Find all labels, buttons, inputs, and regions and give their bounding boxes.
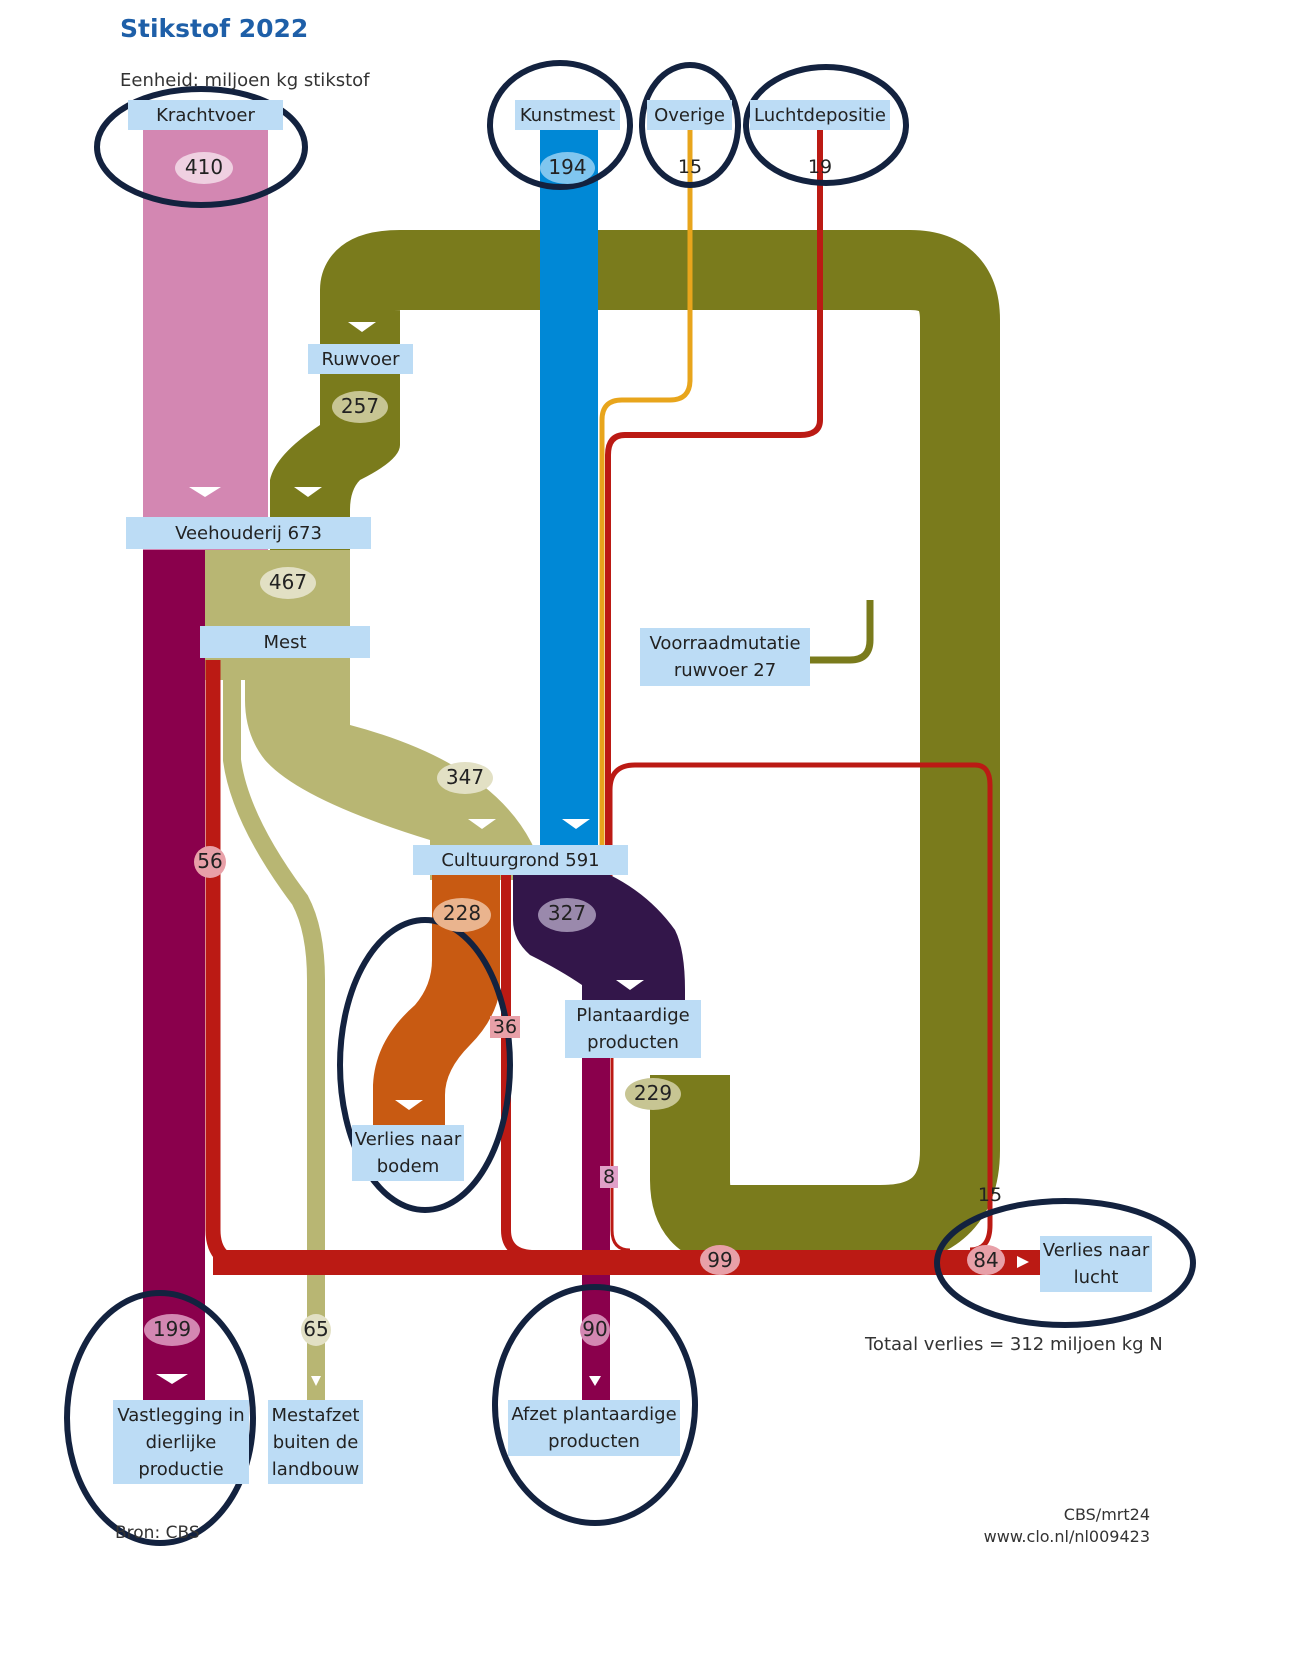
credit-block: CBS/mrt24 www.clo.nl/nl009423	[930, 1504, 1150, 1548]
annotation-verlies-bodem	[337, 917, 513, 1213]
arrow-ruwvoer-top-icon	[348, 322, 376, 332]
value-overige: 15	[677, 156, 703, 178]
value-kunstmest: 194	[540, 152, 595, 184]
value-plant-to-ruwvoer: 229	[625, 1078, 681, 1110]
flow-mestafzet	[223, 680, 325, 1405]
flow-voorraadmutatie	[810, 600, 874, 664]
value-mest-to-grond: 347	[437, 762, 493, 794]
arrow-kunstmest-icon	[562, 819, 590, 829]
annotation-circles	[64, 60, 1196, 1546]
node-verlies-bodem-line1: Verlies naar	[354, 1129, 462, 1150]
arrow-vastlegging-icon	[156, 1374, 188, 1384]
chart-title: Stikstof 2022	[120, 14, 309, 43]
value-vastlegging: 199	[144, 1314, 200, 1346]
value-mest-air-loss: 56	[194, 846, 226, 878]
value-grond-to-bodem: 228	[433, 898, 491, 932]
annotation-krachtvoer	[94, 86, 308, 208]
node-mestafzet: Mestafzet buiten de landbouw	[268, 1400, 363, 1484]
arrow-plant-icon	[616, 980, 644, 990]
node-afzet-line1: Afzet plantaardige	[511, 1404, 677, 1425]
node-krachtvoer: Krachtvoer	[128, 100, 283, 130]
value-krachtvoer: 410	[175, 152, 233, 184]
node-mestafzet-line3: landbouw	[271, 1458, 360, 1480]
node-mestafzet-line1: Mestafzet	[271, 1404, 360, 1426]
annotation-vastlegging	[64, 1290, 256, 1546]
flow-air-collector	[213, 1250, 1041, 1275]
node-verlies-lucht-line2: lucht	[1073, 1267, 1119, 1288]
node-mestafzet-line2: buiten de	[272, 1431, 359, 1453]
node-ruwvoer: Ruwvoer	[308, 344, 413, 374]
node-vastlegging-line1: Vastlegging in	[117, 1404, 245, 1426]
arrow-air-loss-icon	[1017, 1256, 1029, 1268]
flow-mest-to-cultuurgrond	[245, 680, 545, 880]
node-vastlegging-line2: dierlijke	[145, 1431, 217, 1453]
flow-direction-markers	[156, 322, 1029, 1386]
arrow-bodem-icon	[395, 1100, 423, 1110]
node-veehouderij: Veehouderij 673	[126, 517, 371, 549]
annotation-overige	[639, 62, 741, 188]
node-verlies-lucht-line1: Verlies naar	[1042, 1240, 1150, 1261]
value-deposition-return: 15	[977, 1184, 1003, 1206]
node-voorraadmutatie-line1: Voorraadmutatie	[649, 633, 801, 654]
node-mest: Mest	[200, 626, 370, 658]
node-plantaardige-producten: Plantaardige producten	[565, 1000, 701, 1058]
node-afzet-line2: producten	[548, 1431, 640, 1452]
flow-cultuurgrond-to-plant	[513, 875, 685, 1005]
node-luchtdepositie: Luchtdepositie	[750, 100, 890, 130]
flow-ruwvoer-to-veehouderij	[270, 330, 400, 550]
value-air-collector: 99	[700, 1245, 740, 1275]
value-mest: 467	[260, 567, 316, 599]
value-mestafzet: 65	[301, 1314, 331, 1346]
node-voorraadmutatie-line2: ruwvoer 27	[673, 660, 777, 681]
flow-overige	[599, 130, 693, 880]
arrow-ruwvoer-in-icon	[294, 487, 322, 497]
annotation-luchtdepositie	[743, 64, 909, 186]
arrow-mest-to-grond-icon	[468, 819, 496, 829]
credit-line2: www.clo.nl/nl009423	[983, 1527, 1150, 1546]
flow-deposition-return	[607, 762, 993, 1253]
node-verlies-bodem-line2: bodem	[376, 1156, 440, 1177]
total-loss-note: Totaal verlies = 312 miljoen kg N	[865, 1334, 1163, 1355]
value-luchtdepositie: 19	[807, 156, 833, 178]
value-plant-air-loss: 8	[600, 1166, 618, 1188]
flow-afzet-plantaardig	[582, 1055, 610, 1405]
flow-ruwvoer-loop	[320, 230, 1000, 1265]
node-vastlegging: Vastlegging in dierlijke productie	[113, 1400, 249, 1484]
annotation-afzet	[492, 1284, 698, 1526]
flow-vastlegging	[143, 550, 205, 1430]
arrow-afzet-icon	[589, 1376, 601, 1386]
value-air-total: 84	[967, 1245, 1005, 1275]
annotation-verlies-lucht	[934, 1198, 1196, 1328]
credit-line1: CBS/mrt24	[1063, 1505, 1150, 1524]
node-afzet-plantaardig: Afzet plantaardige producten	[508, 1400, 680, 1456]
unit-label: Eenheid: miljoen kg stikstof	[120, 70, 370, 91]
flow-plant-air-loss	[610, 1055, 631, 1252]
node-overige: Overige	[647, 100, 732, 130]
value-grond-to-plant: 327	[538, 898, 596, 932]
value-ruwvoer: 257	[332, 391, 388, 423]
node-verlies-lucht: Verlies naar lucht	[1040, 1236, 1152, 1292]
node-verlies-bodem: Verlies naar bodem	[352, 1125, 464, 1181]
node-cultuurgrond: Cultuurgrond 591	[413, 845, 628, 875]
value-grond-air-loss: 36	[490, 1016, 520, 1038]
annotation-kunstmest	[487, 60, 633, 190]
node-kunstmest: Kunstmest	[515, 100, 620, 130]
value-afzet-plantaardig: 90	[580, 1314, 610, 1346]
flow-kunstmest	[540, 130, 598, 880]
node-vastlegging-line3: productie	[138, 1458, 224, 1480]
flow-luchtdepositie	[605, 130, 823, 880]
node-plantaardig-line1: Plantaardige	[576, 1005, 690, 1026]
arrow-krachtvoer-icon	[189, 487, 221, 497]
arrow-mestafzet-icon	[311, 1376, 321, 1386]
source-label: Bron: CBS	[115, 1523, 200, 1543]
node-plantaardig-line2: producten	[587, 1032, 679, 1053]
node-voorraadmutatie: Voorraadmutatie ruwvoer 27	[640, 628, 810, 686]
